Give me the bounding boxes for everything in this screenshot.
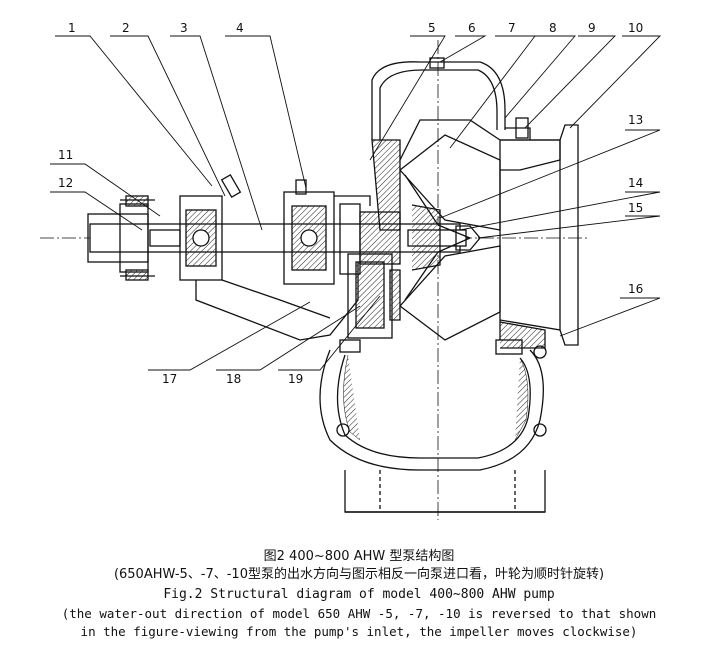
- part-label-7: 7: [508, 21, 516, 35]
- pump-structural-diagram: 1 2 3 4 5 6 7 8 9 10 13 14 15 16 11 12 1…: [40, 21, 662, 520]
- pump-base: [344, 470, 546, 513]
- part-label-1: 1: [68, 21, 76, 35]
- caption-note-english-line2: in the figure-viewing from the pump's in…: [80, 624, 638, 639]
- bearing-housing-left: [179, 173, 242, 281]
- part-label-14: 14: [628, 176, 643, 190]
- bolts: [336, 57, 547, 437]
- part-label-12: 12: [58, 176, 73, 190]
- caption-title-chinese: 图2 400~800 AHW 型泵结构图: [263, 549, 455, 564]
- part-label-3: 3: [180, 21, 188, 35]
- caption-title-english: Fig.2 Structural diagram of model 400~80…: [163, 587, 555, 602]
- part-label-15: 15: [628, 201, 643, 215]
- part-label-13: 13: [628, 113, 643, 127]
- caption-note-english-line1: (the water-out direction of model 650 AH…: [61, 606, 657, 621]
- part-label-4: 4: [236, 21, 244, 35]
- part-label-2: 2: [122, 21, 130, 35]
- part-label-18: 18: [226, 372, 241, 386]
- leader-lines: [50, 35, 662, 371]
- part-label-16: 16: [628, 282, 643, 296]
- bearing-housing-right: [283, 179, 335, 285]
- part-label-9: 9: [588, 21, 596, 35]
- impeller: [399, 134, 501, 341]
- part-label-6: 6: [468, 21, 476, 35]
- impeller-nut: [455, 225, 481, 251]
- caption-note-chinese: (650AHW-5、-7、-10型泵的出水方向与图示相反一向泵进口看，叶轮为顺时…: [113, 567, 605, 582]
- part-label-5: 5: [428, 21, 436, 35]
- part-label-19: 19: [288, 372, 303, 386]
- part-label-11: 11: [58, 148, 73, 162]
- pump-shaft: [89, 223, 467, 253]
- part-label-17: 17: [162, 372, 177, 386]
- suction-cover: [499, 124, 579, 349]
- rear-cover: [371, 139, 401, 321]
- part-label-8: 8: [549, 21, 557, 35]
- part-labels: 1 2 3 4 5 6 7 8 9 10 13 14 15 16 11 12 1…: [58, 21, 643, 386]
- part-label-10: 10: [628, 21, 643, 35]
